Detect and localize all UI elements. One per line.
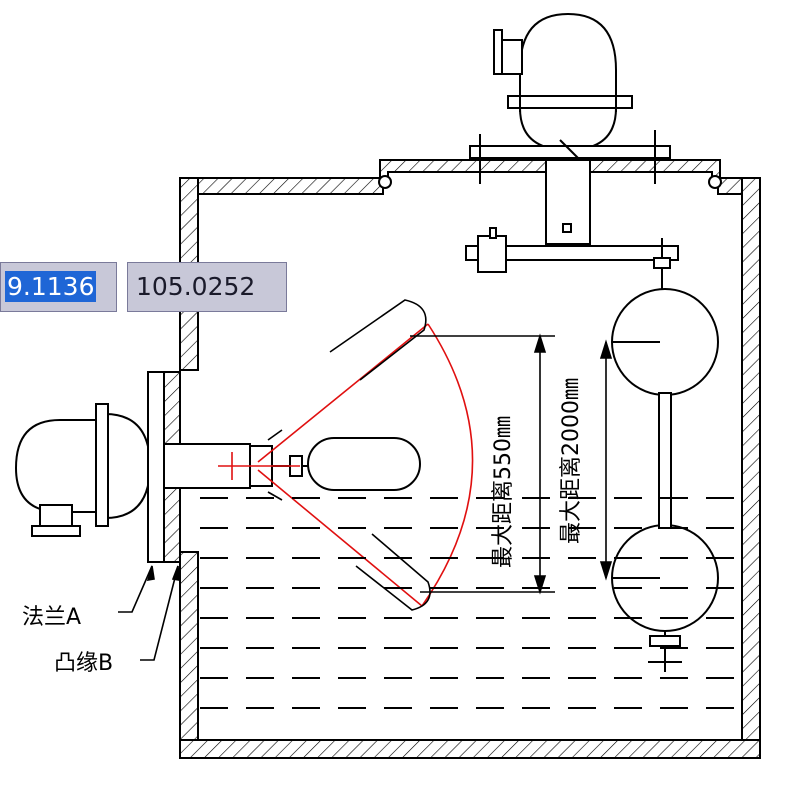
neck-bolts bbox=[378, 175, 722, 189]
x-coordinate-value: 9.1136 bbox=[5, 271, 97, 302]
x-coordinate-input[interactable]: 9.1136 bbox=[0, 262, 117, 312]
y-coordinate-value: 105.0252 bbox=[136, 272, 256, 301]
swing-range bbox=[218, 323, 474, 607]
top-switch-head bbox=[469, 12, 671, 184]
label-leaders bbox=[118, 565, 180, 661]
boss-b-label: 凸缘B bbox=[54, 651, 113, 676]
float-positions bbox=[267, 299, 431, 611]
dimension-lines bbox=[410, 333, 613, 595]
max-distance-550-label: 最大距离550㎜ bbox=[491, 416, 516, 568]
double-ball-float bbox=[611, 288, 719, 672]
flange-a-label: 法兰A bbox=[22, 605, 81, 630]
flange-a bbox=[147, 371, 165, 563]
side-arm bbox=[163, 437, 421, 491]
float-stem bbox=[465, 159, 679, 290]
side-switch-body bbox=[14, 403, 152, 537]
max-distance-2000-label: 最大距离2000㎜ bbox=[559, 378, 584, 544]
y-coordinate-input[interactable]: 105.0252 bbox=[127, 262, 287, 312]
